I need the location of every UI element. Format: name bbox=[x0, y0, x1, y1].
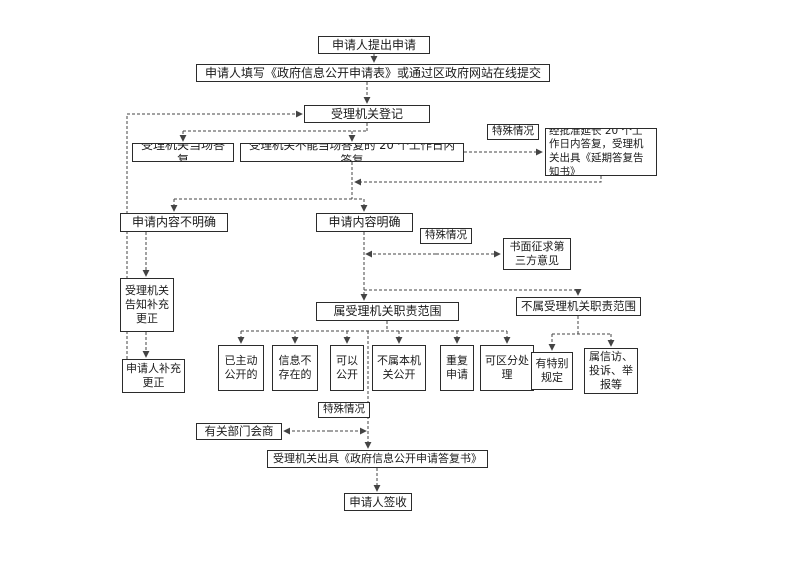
node-repeat-application: 重复申请 bbox=[440, 345, 474, 391]
flow-inscope-distributor bbox=[241, 321, 507, 332]
node-not-this-org: 不属本机关公开 bbox=[372, 345, 426, 391]
node-special-rules: 有特别规定 bbox=[531, 352, 573, 390]
node-special-case-1: 特殊情况 bbox=[487, 124, 539, 140]
node-petition-complaint: 属信访、投诉、举报等 bbox=[584, 348, 638, 394]
node-out-of-scope: 不属受理机关职责范围 bbox=[516, 297, 641, 316]
node-can-public: 可以公开 bbox=[330, 345, 364, 391]
flow-register-split bbox=[183, 123, 368, 132]
node-dept-consult: 有关部门会商 bbox=[196, 423, 282, 440]
node-extension-reply: 经批准延长 20 个工作日内答复，受理机关出具《延期答复告知书》 bbox=[545, 128, 657, 176]
node-third-party-opinion: 书面征求第三方意见 bbox=[503, 238, 571, 270]
node-applicant-sign: 申请人签收 bbox=[344, 493, 412, 511]
flow-extension-return bbox=[354, 176, 602, 186]
node-already-public: 已主动公开的 bbox=[218, 345, 264, 391]
node-info-not-exist: 信息不存在的 bbox=[272, 345, 318, 391]
node-applicant-supplement: 申请人补充更正 bbox=[122, 359, 185, 393]
node-reply-document: 受理机关出具《政府信息公开申请答复书》 bbox=[267, 450, 488, 468]
node-in-scope: 属受理机关职责范围 bbox=[316, 302, 459, 321]
node-special-case-2: 特殊情况 bbox=[420, 228, 472, 244]
node-special-case-3: 特殊情况 bbox=[318, 402, 370, 418]
node-register: 受理机关登记 bbox=[304, 105, 430, 123]
node-submit-application: 申请人提出申请 bbox=[318, 36, 430, 54]
node-fill-form: 申请人填写《政府信息公开申请表》或通过区政府网站在线提交 bbox=[196, 64, 550, 82]
node-not-onspot-reply: 受理机关不能当场答复的 20 个工作日内答复 bbox=[240, 143, 464, 162]
node-distinguishable: 可区分处理 bbox=[480, 345, 534, 391]
node-notify-supplement: 受理机关告知补充更正 bbox=[120, 278, 174, 332]
flow-branch-to-outscope bbox=[364, 288, 582, 296]
node-content-clear: 申请内容明确 bbox=[316, 213, 413, 232]
node-onspot-reply: 受理机关当场答复 bbox=[132, 143, 234, 162]
flow-outscope-distributor bbox=[552, 316, 611, 335]
node-content-unclear: 申请内容不明确 bbox=[120, 213, 228, 232]
